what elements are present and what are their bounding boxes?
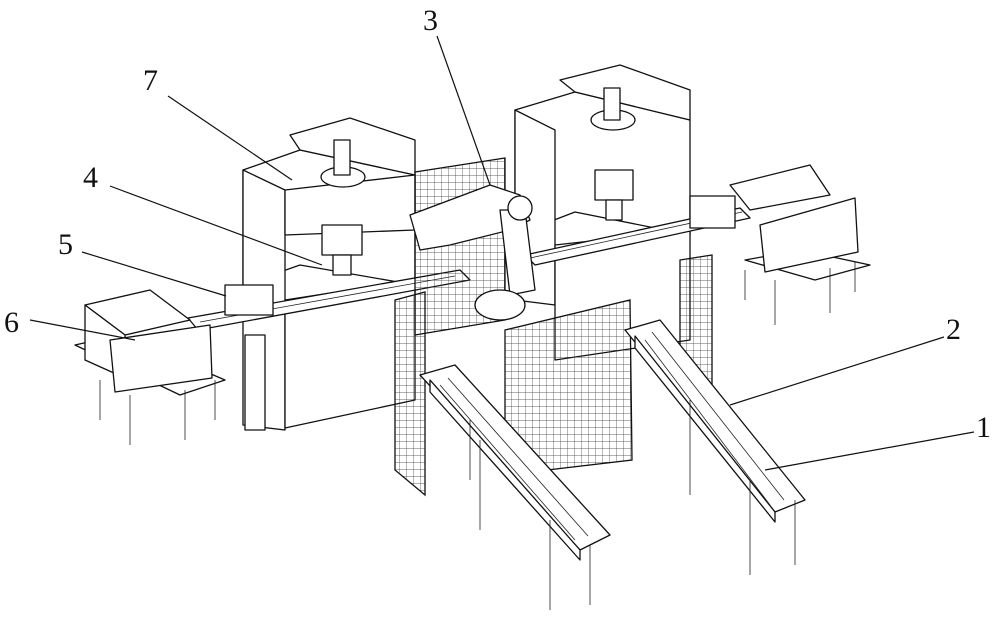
right-conveyor — [624, 319, 806, 575]
callout-3: 3 — [423, 4, 438, 37]
right-bin — [729, 164, 871, 325]
callout-7: 7 — [143, 64, 158, 97]
robot-arm — [409, 184, 536, 321]
callout-4: 4 — [83, 161, 98, 194]
callout-1: 1 — [976, 411, 991, 444]
callout-5: 5 — [58, 228, 73, 261]
callout-6: 6 — [4, 306, 19, 339]
left-conveyor — [419, 364, 611, 610]
left-bin — [74, 289, 226, 445]
callout-2: 2 — [946, 313, 961, 346]
transfer-rail — [187, 195, 751, 431]
leader-lines — [29, 35, 975, 471]
